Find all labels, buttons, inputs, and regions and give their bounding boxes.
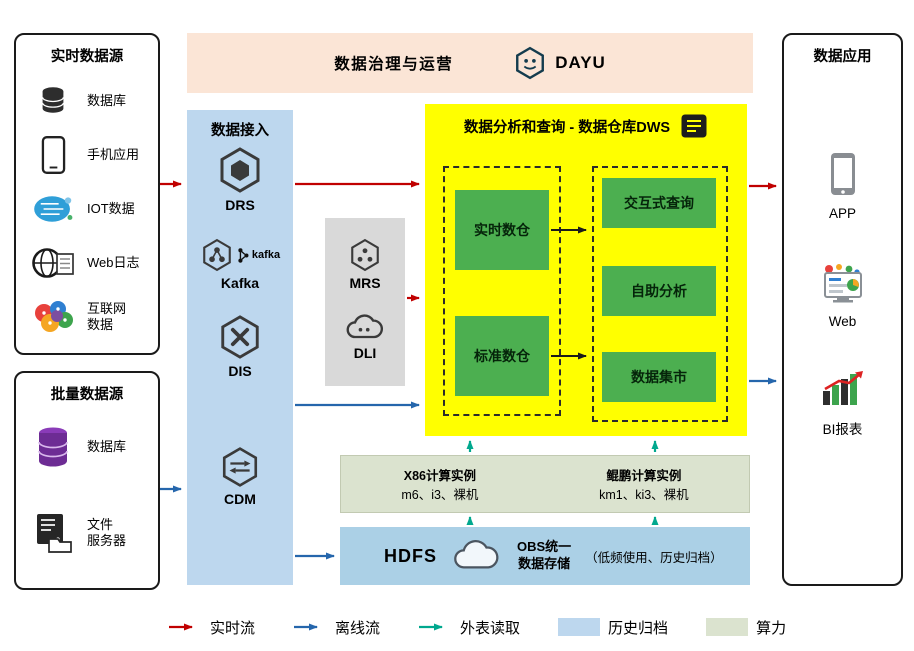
compute-bar: X86计算实例 m6、i3、裸机 鲲鹏计算实例 km1、ki3、裸机 (340, 455, 750, 513)
service-label-drs: DRS (225, 197, 255, 213)
service-item-drs: DRS (187, 146, 293, 213)
legend: 实时流 离线流 外表读取 历史归档 算力 (168, 611, 828, 643)
kafka-icon (203, 238, 231, 272)
governance-banner: 数据治理与运营 DAYU (187, 33, 753, 93)
mrs-icon (351, 238, 379, 272)
archive-swatch (558, 618, 601, 636)
app-icon (830, 153, 855, 195)
source-label: 文件 服务器 (87, 516, 127, 548)
warehouse-group (443, 166, 561, 416)
compute-subtitle: km1、ki3、裸机 (599, 488, 689, 502)
batch-sources-panel: 批量数据源 数据库 文件 服务器 (14, 371, 160, 590)
service-label-cdm: CDM (224, 491, 256, 507)
compute-title: X86计算实例 (403, 469, 476, 483)
ingestion-panel: 数据接入 DRS kafka Kafka DIS CDM (187, 110, 293, 585)
service-label-kafka: Kafka (220, 275, 260, 291)
realtime-sources-title: 实时数据源 (50, 49, 124, 65)
storage-note: （低频使用、历史归档） (585, 550, 723, 565)
dli-icon (346, 314, 383, 339)
cdm-icon (222, 447, 258, 487)
internet-data-icon (28, 299, 78, 335)
source-label: 手机应用 (87, 146, 140, 162)
kafka-wordmark: kafka (251, 249, 281, 261)
bi-icon (822, 371, 863, 405)
ingestion-title: 数据接入 (211, 123, 269, 139)
iot-icon (28, 193, 78, 225)
batch-sources-title: 批量数据源 (50, 387, 124, 403)
report-icon (681, 114, 707, 138)
dws-box-standard-warehouse: 标准数仓 (455, 316, 549, 396)
applications-panel: 数据应用 APP Web BI报表 (782, 33, 903, 586)
app-item-app: APP (784, 151, 901, 221)
source-item-internet: 互联网 数据 (16, 291, 158, 343)
file-server-icon (28, 512, 78, 554)
realtime-sources-panel: 实时数据源 数据库 手机应用 IOT数据 Web日志 (14, 33, 160, 355)
database-stack-icon (28, 425, 78, 469)
legend-item-compute: 算力 (706, 617, 786, 638)
legend-item-realtime-flow: 实时流 (168, 617, 255, 638)
legend-item-offline-flow: 离线流 (293, 617, 380, 638)
service-item-kafka: kafka Kafka (187, 238, 293, 291)
hdfs-label: HDFS (384, 545, 437, 566)
dws-title: 数据分析和查询 - 数据仓库DWS (463, 119, 671, 136)
app-label: BI报表 (822, 422, 863, 437)
obs-label: OBS统一 数据存储 (517, 539, 572, 571)
dws-panel: 数据分析和查询 - 数据仓库DWS 实时数仓 标准数仓 交互式查询 自助分析 数… (425, 104, 747, 436)
source-label: Web日志 (87, 254, 140, 270)
database-icon (28, 83, 78, 119)
source-item-weblog: Web日志 (16, 239, 158, 287)
offline-flow-arrow-icon (294, 623, 319, 631)
app-item-web: Web (784, 263, 901, 329)
source-label: IOT数据 (87, 200, 135, 216)
applications-title: 数据应用 (813, 49, 872, 65)
app-label: APP (828, 206, 856, 221)
dws-box-interactive-query: 交互式查询 (602, 178, 716, 228)
service-item-mrs: MRS (325, 238, 405, 291)
source-label: 数据库 (87, 92, 127, 108)
mobile-icon (28, 135, 78, 175)
source-item-iot: IOT数据 (16, 185, 158, 233)
dayu-logo: DAYU (513, 45, 606, 81)
query-group (592, 166, 728, 422)
dayu-hexagon-icon (516, 46, 545, 80)
dayu-label: DAYU (555, 53, 606, 72)
obs-cloud-icon (454, 539, 499, 569)
source-label: 数据库 (87, 438, 127, 454)
service-item-dli: DLI (325, 312, 405, 361)
realtime-flow-arrow-icon (169, 623, 193, 631)
compute-subtitle: m6、i3、裸机 (401, 488, 479, 502)
compute-swatch (706, 618, 749, 636)
service-item-dis: DIS (187, 314, 293, 379)
service-item-cdm: CDM (187, 446, 293, 507)
app-item-bi: BI报表 (784, 369, 901, 438)
web-icon (823, 264, 862, 303)
dws-header: 数据分析和查询 - 数据仓库DWS (425, 104, 747, 139)
app-label: Web (828, 314, 857, 329)
source-item-database: 数据库 (16, 77, 158, 125)
service-label-dli: DLI (353, 345, 377, 361)
compute-group-x86: X86计算实例 m6、i3、裸机 (401, 465, 478, 503)
source-item-batch-database: 数据库 (16, 415, 158, 479)
legend-item-external-read: 外表读取 (418, 617, 520, 638)
processing-panel: MRS DLI (325, 218, 405, 386)
source-item-mobile: 手机应用 (16, 131, 158, 179)
source-item-file-server: 文件 服务器 (16, 501, 158, 565)
governance-title: 数据治理与运营 (334, 56, 454, 73)
dws-box-self-analysis: 自助分析 (602, 266, 716, 316)
service-label-dis: DIS (228, 363, 252, 379)
kafka-logo-icon (238, 247, 249, 263)
compute-title: 鲲鹏计算实例 (606, 469, 682, 483)
storage-bar: HDFS OBS统一 数据存储 （低频使用、历史归档） (340, 527, 750, 585)
source-label: 互联网 数据 (87, 300, 127, 332)
legend-item-archive: 历史归档 (558, 617, 668, 638)
dws-box-realtime-warehouse: 实时数仓 (455, 190, 549, 270)
dws-box-data-mart: 数据集市 (602, 352, 716, 402)
dis-icon (221, 315, 259, 359)
drs-icon (220, 147, 260, 193)
external-read-arrow-icon (419, 623, 444, 631)
weblog-icon (28, 245, 78, 281)
service-label-mrs: MRS (349, 275, 381, 291)
compute-group-kunpeng: 鲲鹏计算实例 km1、ki3、裸机 (599, 465, 689, 503)
